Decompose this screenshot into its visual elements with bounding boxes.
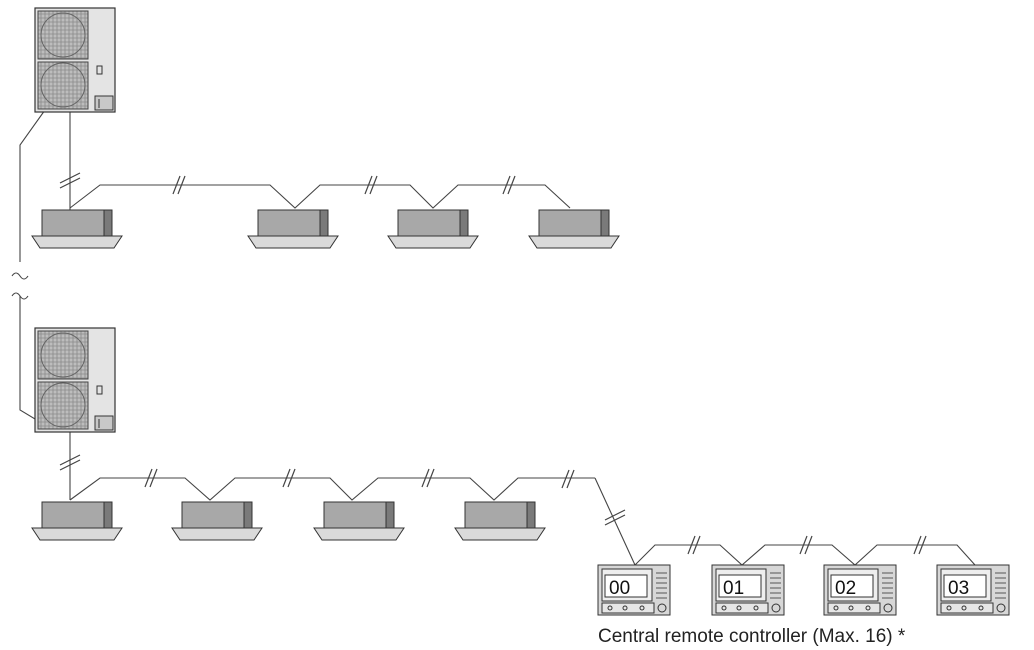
indoor-unit — [31, 501, 123, 541]
controller-label: 00 — [609, 578, 630, 599]
indoor-unit — [313, 501, 405, 541]
break-symbol — [11, 272, 29, 300]
indoor-unit — [528, 209, 620, 249]
indoor-unit — [454, 501, 546, 541]
central-remote-controller-00: 00 — [597, 564, 671, 616]
controller-label: 02 — [835, 578, 856, 599]
controller-label: 03 — [948, 578, 969, 599]
central-remote-controller-02: 02 — [823, 564, 897, 616]
controller-caption: Central remote controller (Max. 16) * — [598, 626, 906, 647]
indoor-unit — [247, 209, 339, 249]
wiring — [19, 109, 976, 566]
central-remote-controller-01: 01 — [711, 564, 785, 616]
indoor-group-2 — [31, 501, 546, 541]
indoor-unit — [387, 209, 479, 249]
indoor-group-1 — [31, 209, 620, 249]
outdoor-unit-2 — [34, 327, 116, 433]
controllers: 00 01 02 — [597, 564, 1010, 616]
indoor-unit — [31, 209, 123, 249]
central-remote-controller-03: 03 — [936, 564, 1010, 616]
cable-break-marks — [59, 172, 927, 555]
indoor-unit — [171, 501, 263, 541]
outdoor-unit-1 — [34, 7, 116, 113]
controller-label: 01 — [723, 578, 744, 599]
